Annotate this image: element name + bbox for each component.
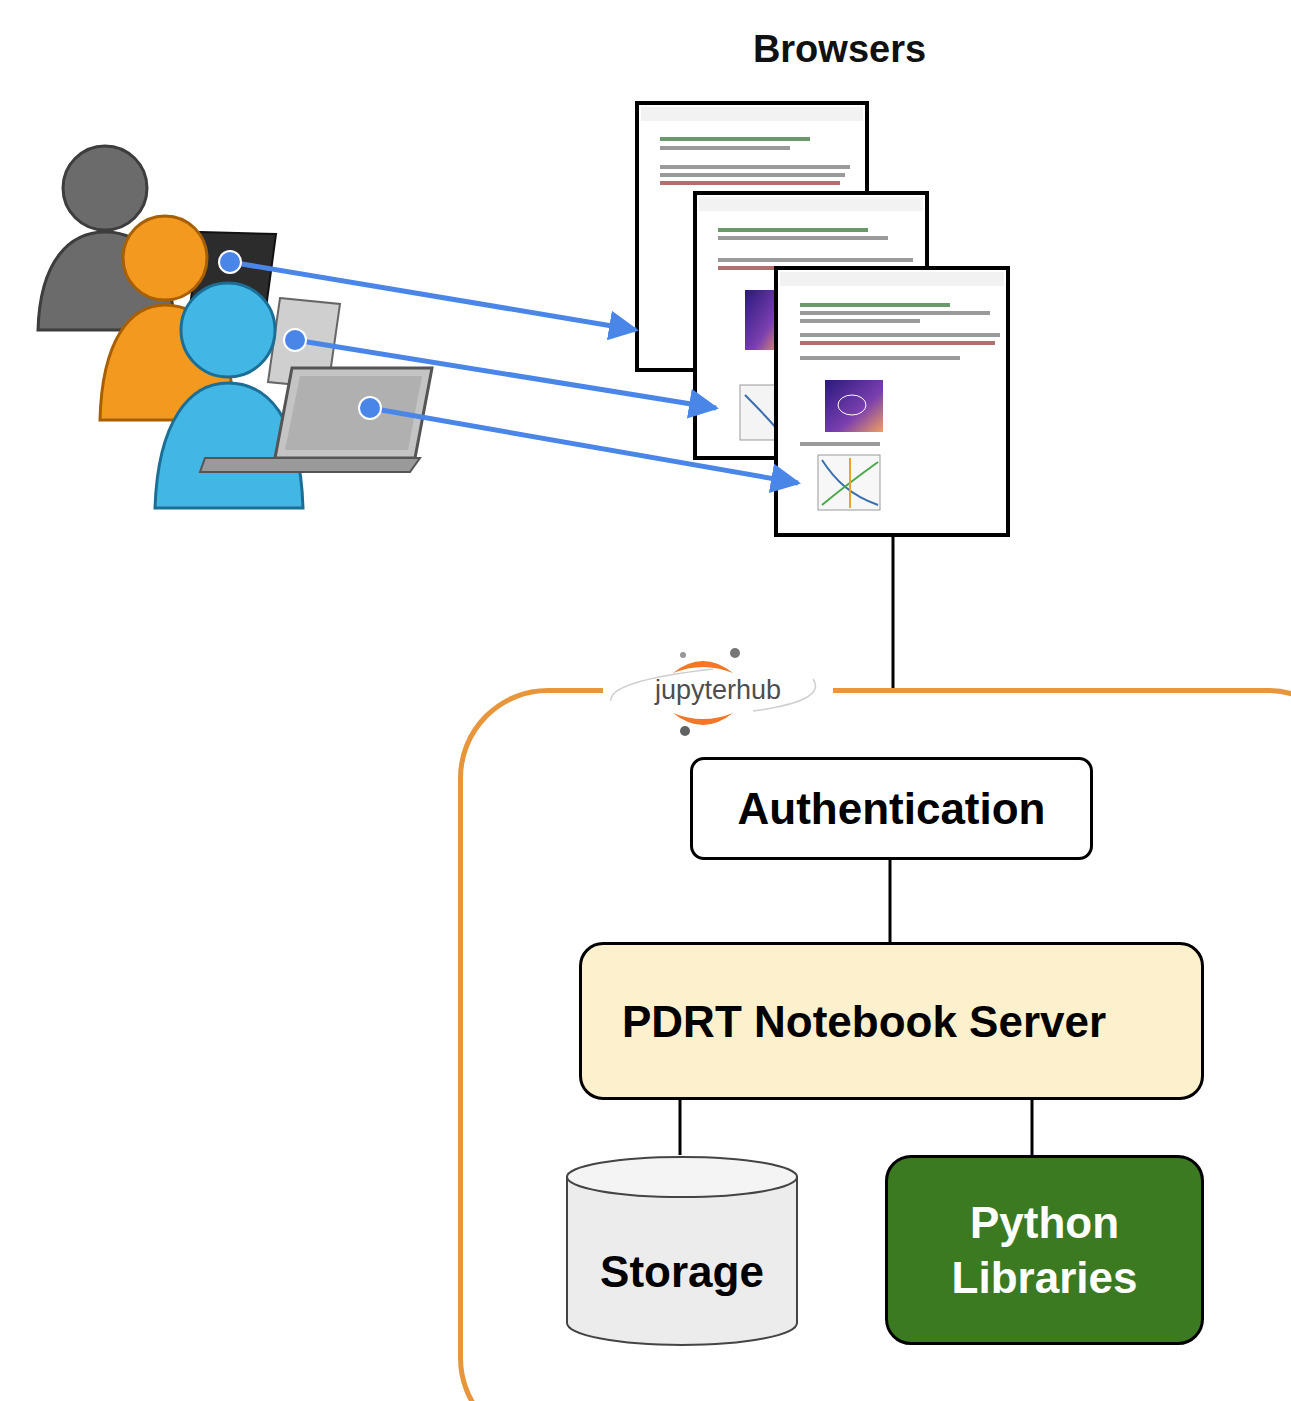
browser-window-part <box>699 197 923 211</box>
storage-cylinder: Storage <box>565 1155 799 1345</box>
browser-window-part <box>660 137 810 141</box>
user-blue <box>155 283 303 508</box>
browser-window-part <box>800 442 880 446</box>
browser-window-part <box>660 146 790 150</box>
browser-window-part <box>780 272 1004 286</box>
connector <box>1031 1100 1034 1155</box>
user-arrow-part <box>359 397 381 419</box>
browser-window-part <box>849 458 851 508</box>
browser-window-part <box>718 228 868 232</box>
user-arrow-part <box>230 262 636 330</box>
browser-window-part <box>641 107 863 121</box>
region-title: jupyterhub <box>603 674 833 706</box>
browser-window-part <box>800 311 990 315</box>
browser-window-part <box>800 333 1000 337</box>
library-box: Python Libraries <box>885 1155 1204 1345</box>
user-arrow <box>219 251 636 330</box>
logo-arc <box>673 713 733 725</box>
box-label: Python Libraries <box>908 1195 1181 1305</box>
browser-window-part <box>800 319 920 323</box>
user-orange-part <box>123 216 207 300</box>
browser-window-part <box>660 181 840 185</box>
process-box: PDRT Notebook Server <box>579 942 1204 1100</box>
logo-dot <box>680 652 686 658</box>
box-label: PDRT Notebook Server <box>622 994 1106 1049</box>
logo-dot <box>680 726 690 736</box>
browser-window-part <box>818 455 880 510</box>
browser-stack: Browsers <box>637 28 1008 535</box>
user-arrow-part <box>295 340 716 408</box>
jupyterhub-logo: jupyterhub <box>603 641 833 741</box>
jupyterhub-region: jupyterhubAuthenticationPDRT Notebook Se… <box>458 688 1291 1401</box>
laptop-blue-user-part <box>200 458 420 472</box>
storage-label: Storage <box>600 1247 764 1297</box>
box-label: Authentication <box>738 781 1046 836</box>
browser-window-part <box>776 268 1008 535</box>
user-arrow <box>284 329 716 408</box>
browser-window-part <box>800 303 950 307</box>
browser-window-part <box>838 395 866 415</box>
user-grey-part <box>63 146 147 230</box>
user-arrow-part <box>284 329 306 351</box>
browser-window-part <box>800 356 960 360</box>
browser-window-part <box>800 341 995 345</box>
browser-window-part <box>660 165 850 169</box>
user-arrow <box>359 397 798 483</box>
connector <box>679 1100 682 1155</box>
user-arrow-part <box>219 251 241 273</box>
user-blue-part <box>181 283 275 377</box>
connector <box>889 860 892 942</box>
logo-arc <box>673 661 733 673</box>
stack-heading: Browsers <box>671 28 1008 71</box>
user-arrow-part <box>370 408 798 483</box>
connector <box>892 535 895 688</box>
browser-window-part <box>825 380 883 432</box>
browser-window-part <box>660 173 845 177</box>
browser-window-part <box>718 236 888 240</box>
laptop-blue-user <box>200 368 432 472</box>
cylinder-body <box>567 1177 797 1345</box>
process-box: Authentication <box>690 757 1093 860</box>
cylinder-top <box>567 1157 797 1197</box>
logo-dot <box>730 648 740 658</box>
browser-window-part <box>718 258 913 262</box>
browser-window <box>776 268 1008 535</box>
